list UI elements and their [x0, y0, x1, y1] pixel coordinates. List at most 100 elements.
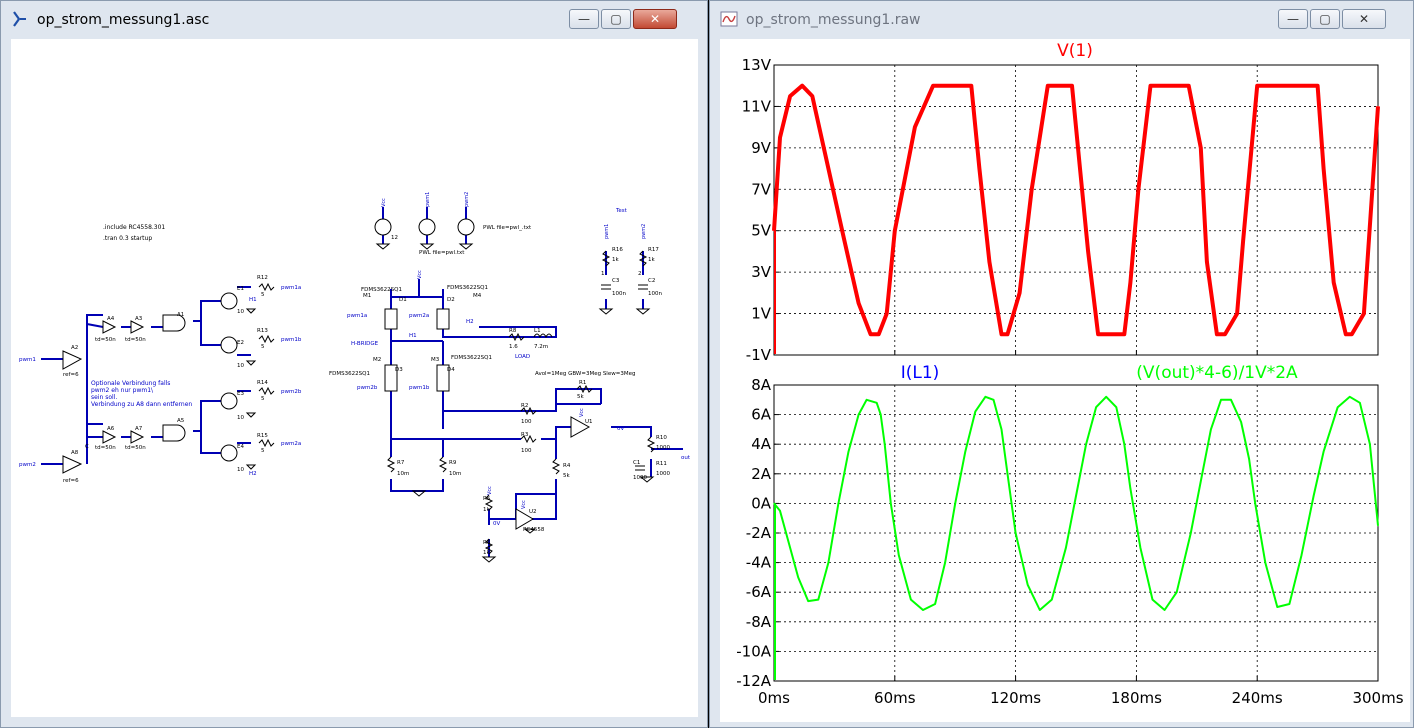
svg-text:E4: E4 — [237, 444, 244, 450]
data-point — [1051, 599, 1053, 601]
resistor-r2[interactable] — [520, 406, 537, 416]
resistor-r1[interactable] — [576, 384, 593, 394]
svg-text:R4: R4 — [563, 463, 571, 469]
mosfet-m2[interactable] — [384, 364, 398, 392]
logic-gates[interactable] — [62, 218, 591, 530]
source-e3[interactable] — [220, 392, 238, 410]
source-e2[interactable] — [220, 336, 238, 354]
buffer-a6[interactable] — [102, 430, 117, 444]
waveform-window-controls: — ▢ ✕ — [1278, 9, 1386, 31]
y-tick-label: -6A — [746, 583, 772, 601]
data-point — [827, 562, 829, 564]
resistor-r15[interactable] — [258, 438, 275, 448]
schematic-close-button[interactable]: ✕ — [633, 9, 677, 29]
svg-text:PWL file=pwl_.txt: PWL file=pwl_.txt — [483, 225, 532, 231]
svg-text:pwm1: pwm1 — [604, 224, 610, 239]
svg-text:td=50n: td=50n — [95, 445, 116, 451]
mosfets[interactable] — [384, 308, 450, 392]
resistor-r17[interactable] — [638, 250, 648, 267]
schematic-minimize-button[interactable]: — — [569, 9, 599, 29]
x-tick-label: 240ms — [1232, 689, 1283, 707]
schematic-window[interactable]: op_strom_messung1.asc — ▢ ✕ — [0, 0, 708, 728]
resistor-r14[interactable] — [258, 386, 275, 396]
mosfet-m1[interactable] — [384, 308, 398, 330]
data-point — [1254, 502, 1256, 504]
schematic-maximize-button[interactable]: ▢ — [601, 9, 631, 29]
source-e1[interactable] — [220, 292, 238, 310]
resistor-r6[interactable] — [484, 538, 494, 555]
trace-label-il1[interactable]: I(L1) — [901, 363, 940, 383]
source-e4[interactable] — [220, 444, 238, 462]
schematic-canvas[interactable]: .include RC4558.301 .tran 0.3 startup Op… — [11, 39, 698, 717]
data-point — [827, 168, 829, 170]
svg-text:R12: R12 — [257, 275, 268, 281]
resistor-r7[interactable] — [386, 456, 396, 473]
resistor-r5[interactable] — [484, 494, 494, 511]
resistor-r4[interactable] — [551, 458, 561, 475]
waveform-close-button[interactable]: ✕ — [1342, 9, 1386, 29]
waveform-minimize-button[interactable]: — — [1278, 9, 1308, 29]
buffer-a4[interactable] — [102, 320, 117, 334]
buffer-a2[interactable] — [62, 350, 83, 370]
directive-include[interactable]: .include RC4558.301 — [103, 224, 165, 231]
svg-text:pwm2a: pwm2a — [281, 441, 301, 447]
buffer-a7[interactable] — [130, 430, 145, 444]
capacitors[interactable] — [601, 284, 648, 471]
waveform-titlebar[interactable]: op_strom_messung1.raw — ▢ ✕ — [710, 1, 1413, 39]
svg-text:pwm1a: pwm1a — [281, 285, 301, 291]
svg-text:td=50n: td=50n — [125, 445, 146, 451]
data-point — [876, 402, 878, 404]
svg-text:ref=6: ref=6 — [63, 372, 79, 378]
schematic-drawing[interactable]: .include RC4558.301 .tran 0.3 startup Op… — [11, 39, 698, 717]
schematic-wires — [41, 207, 683, 557]
resistor-r10[interactable] — [646, 436, 656, 453]
schematic-titlebar[interactable]: op_strom_messung1.asc — ▢ ✕ — [1, 1, 707, 39]
data-point — [1139, 547, 1141, 549]
svg-text:5: 5 — [261, 396, 265, 402]
resistor-r9[interactable] — [438, 456, 448, 473]
svg-text:R6: R6 — [483, 540, 491, 546]
voltage-source-v1[interactable] — [374, 218, 392, 236]
waveform-maximize-button[interactable]: ▢ — [1310, 9, 1340, 29]
data-point — [880, 414, 882, 416]
svg-text:A5: A5 — [177, 418, 185, 424]
inductor-l1[interactable] — [533, 333, 553, 339]
svg-text:10m: 10m — [449, 471, 461, 477]
mosfet-m4[interactable] — [436, 308, 450, 330]
resistor-r13[interactable] — [258, 334, 275, 344]
svg-text:100: 100 — [521, 448, 532, 454]
mosfet-m3[interactable] — [436, 364, 450, 392]
data-point — [1333, 281, 1335, 284]
gate-a1[interactable] — [162, 314, 186, 332]
svg-text:E3: E3 — [237, 391, 244, 397]
opamp-u1[interactable] — [570, 416, 591, 438]
svg-text:C2: C2 — [648, 278, 655, 284]
opamp-u2[interactable] — [515, 508, 534, 530]
svg-text:5k: 5k — [577, 394, 584, 400]
buffer-a8[interactable] — [62, 455, 83, 474]
directive-tran[interactable]: .tran 0.3 startup — [103, 235, 152, 242]
data-point — [1105, 396, 1107, 398]
svg-text:R5: R5 — [483, 496, 491, 502]
resistor-r3[interactable] — [520, 434, 537, 444]
voltage-source-v2[interactable] — [418, 218, 436, 236]
resistor-r16[interactable] — [601, 250, 611, 267]
data-point — [811, 95, 813, 97]
gate-a5[interactable] — [162, 424, 186, 442]
pane-current[interactable]: I(L1) (V(out)*4-6)/1V*2A 8A6A4A2A0A-2A-4… — [736, 363, 1379, 690]
svg-text:1000: 1000 — [656, 445, 670, 451]
trace-label-vout-expr[interactable]: (V(out)*4-6)/1V*2A — [1136, 363, 1298, 383]
buffer-a3[interactable] — [130, 320, 145, 334]
data-point — [1264, 562, 1266, 564]
spice-directives[interactable]: .include RC4558.301 .tran 0.3 startup — [103, 224, 165, 242]
voltage-source-v3[interactable] — [457, 218, 475, 236]
resistor-r12[interactable] — [258, 282, 275, 292]
resistors[interactable] — [258, 250, 656, 555]
data-point — [1151, 599, 1154, 601]
resistor-r8[interactable] — [508, 332, 525, 342]
trace-label-v1[interactable]: V(1) — [1057, 41, 1093, 61]
